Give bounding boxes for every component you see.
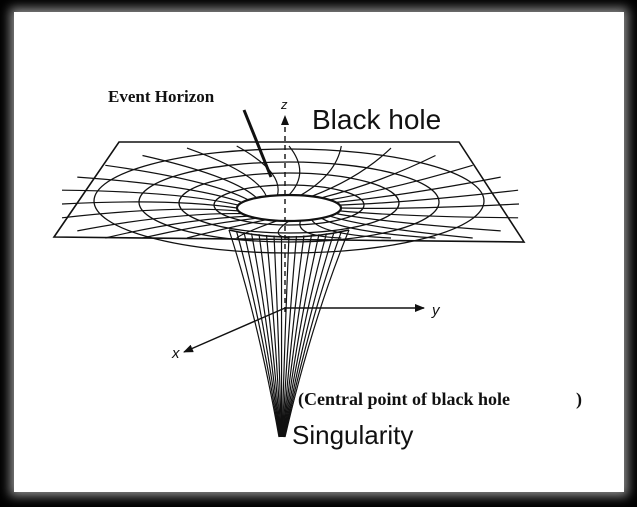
grid-radial [321,154,436,199]
z-axis-label: z [280,97,288,112]
funnel-line [258,234,282,438]
funnel-line [235,231,280,438]
grid-radial [105,164,249,201]
grid-radial [142,217,257,239]
funnel-line [243,232,281,438]
grid-radial [300,145,342,196]
grid-radial [335,176,501,203]
grid-radial [142,154,258,199]
grid-radial [339,189,519,206]
grid-radial [61,189,239,206]
grid-radial [321,217,436,239]
grid-radial [329,215,473,239]
funnel-line [281,235,298,438]
funnel-line [282,234,320,438]
grid-radial [340,203,520,209]
grid-radial [329,164,473,201]
grid-radial [105,215,249,239]
funnel-line [250,233,281,438]
grid-radial [339,210,519,219]
diagram-canvas: Event Horizon Black hole z y x (Central … [14,12,624,492]
central-point-close-paren: ) [576,389,582,410]
funnel-line [283,233,328,438]
funnel-line [265,234,282,438]
funnel-line [284,230,343,438]
grid-radial [186,219,267,239]
funnel-line [284,229,350,438]
grid-ring [235,193,343,223]
x-axis-label: x [171,345,180,362]
grid-radial [335,213,501,232]
funnel-line [282,234,313,438]
event-horizon-pointer [242,109,273,178]
grid-radial [311,147,392,197]
funnel-line [228,229,280,438]
event-horizon-label: Event Horizon [108,87,215,106]
grid-radial [186,147,267,197]
funnel-line [273,235,282,438]
funnel-lines [228,229,350,438]
black-hole-diagram: Event Horizon Black hole z y x (Central … [52,87,582,450]
y-axis-label: y [431,302,441,319]
grid-radial [77,176,243,203]
central-point-label: (Central point of black hole [298,389,510,410]
grid-radial [299,220,342,239]
grid-ring [93,148,485,254]
grid-radial [77,212,243,232]
funnel-line [282,235,305,438]
funnel-line [281,235,290,438]
grid-radial [61,208,239,219]
spacetime-plane [52,141,526,243]
grid-radial [277,220,290,239]
funnel-rim [228,229,350,238]
grid-radials [61,145,520,239]
singularity-label: Singularity [292,420,413,450]
grid-radial [61,201,238,209]
x-axis [183,307,286,353]
grid-radial [288,145,301,196]
funnel-line [283,232,335,438]
black-hole-label: Black hole [312,104,441,135]
